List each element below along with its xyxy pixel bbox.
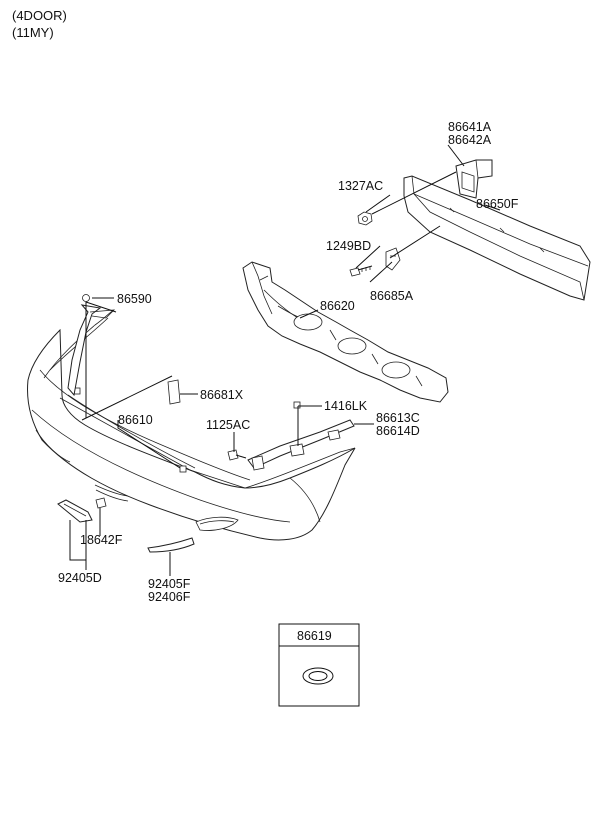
label-86614D: 86614D xyxy=(376,424,420,438)
label-86610: 86610 xyxy=(118,413,153,427)
nut-1327AC xyxy=(357,211,373,226)
part-labels: 86641A 86642A 1327AC 86650F 1249BD 86685… xyxy=(58,120,519,604)
label-1249BD: 1249BD xyxy=(326,239,371,253)
trim-92405D xyxy=(57,499,93,523)
bolt-1249BD xyxy=(349,265,373,277)
clip-18642F xyxy=(95,497,107,509)
leader-lines xyxy=(69,144,501,576)
label-86641A: 86641A xyxy=(448,120,492,134)
beam-bracket-86641A xyxy=(455,159,493,199)
model-door-note: (4DOOR) xyxy=(12,8,67,23)
inset-label: 86619 xyxy=(297,629,332,643)
screw-1125AC xyxy=(227,449,247,461)
label-18642F: 18642F xyxy=(80,533,123,547)
label-92406F: 92406F xyxy=(148,590,191,604)
label-86613C: 86613C xyxy=(376,411,420,425)
label-92405D: 92405D xyxy=(58,571,102,585)
energy-absorber-86620 xyxy=(242,261,449,403)
label-1327AC: 1327AC xyxy=(338,179,383,193)
side-rail-86613C xyxy=(247,419,355,471)
label-86620: 86620 xyxy=(320,299,355,313)
label-86590: 86590 xyxy=(117,292,152,306)
label-92405F: 92405F xyxy=(148,577,191,591)
side-bracket xyxy=(67,294,116,397)
inset-box-86619: 86619 xyxy=(278,623,360,707)
model-year-note: (11MY) xyxy=(12,25,54,40)
label-86642A: 86642A xyxy=(448,133,492,147)
reflector-92405F xyxy=(147,537,195,553)
label-86650F: 86650F xyxy=(476,197,519,211)
bracket-86681X xyxy=(167,379,181,405)
bumper-cover-86610 xyxy=(27,309,356,541)
label-1416LK: 1416LK xyxy=(324,399,368,413)
label-1125AC: 1125AC xyxy=(206,418,250,432)
clip-86685A xyxy=(385,247,401,271)
label-86685A: 86685A xyxy=(370,289,414,303)
label-86681X: 86681X xyxy=(200,388,244,402)
clip-1416LK xyxy=(293,401,301,409)
reinforcement-beam-86650F xyxy=(403,175,591,301)
